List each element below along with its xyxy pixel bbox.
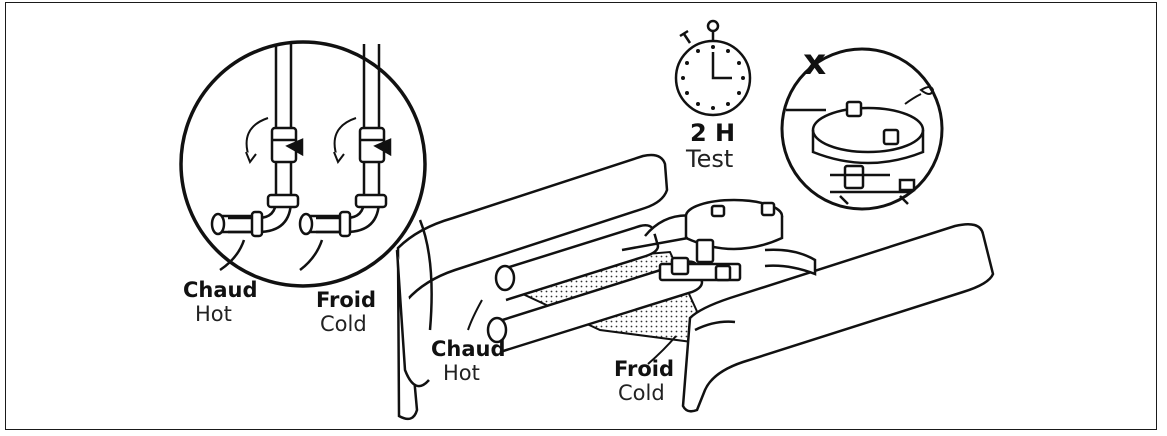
right-beam xyxy=(681,223,995,413)
left-hot-label-fr: Chaud xyxy=(183,278,258,302)
main-cold-label-en: Cold xyxy=(618,381,665,405)
warning-x-mark: x xyxy=(803,42,827,83)
left-cold-label-en: Cold xyxy=(320,312,367,336)
central-unit xyxy=(621,198,784,282)
timer-duration: 2 H xyxy=(690,119,736,147)
main-hot-label-en: Hot xyxy=(443,361,480,385)
left-beam xyxy=(395,153,669,421)
left-cold-label-fr: Froid xyxy=(316,288,377,312)
main-cold-label-fr: Froid xyxy=(614,357,675,381)
leak-detail-callout xyxy=(780,47,944,211)
rotate-arrow-icon xyxy=(245,117,357,165)
pipes xyxy=(486,214,817,354)
figure-frame xyxy=(5,2,1157,430)
timer-label: Test xyxy=(686,145,734,173)
stopwatch-icon xyxy=(674,19,752,117)
leader-lines xyxy=(467,299,677,365)
valve-detail-callout xyxy=(179,40,427,288)
left-hot-label-en: Hot xyxy=(195,302,232,326)
stopwatch-ticks xyxy=(681,45,745,110)
water-drop-icon xyxy=(904,86,935,105)
main-hot-label-fr: Chaud xyxy=(431,337,506,361)
